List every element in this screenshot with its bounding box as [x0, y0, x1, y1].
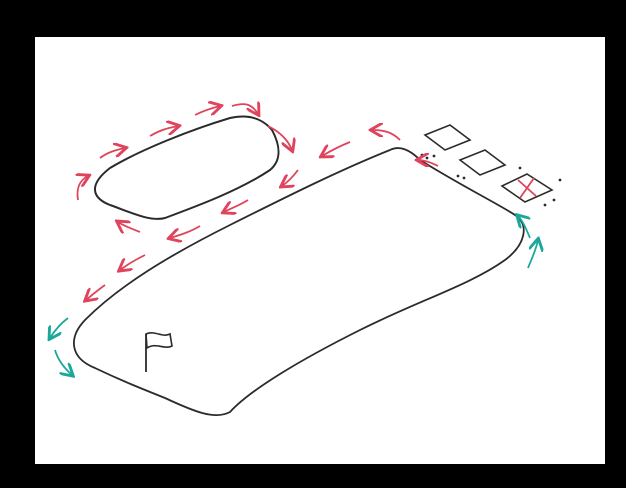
flag-icon — [145, 332, 173, 372]
red-arrows-main-path — [86, 130, 439, 300]
box-1 — [423, 124, 472, 151]
small-platform — [94, 115, 280, 220]
red-arrows-small-platform — [77, 104, 299, 238]
main-platform — [73, 147, 525, 416]
teal-arrows — [50, 216, 538, 375]
paper-sheet — [35, 37, 605, 464]
dot-marks — [420, 153, 562, 207]
x-mark-icon — [500, 173, 554, 203]
box-2 — [458, 149, 507, 176]
